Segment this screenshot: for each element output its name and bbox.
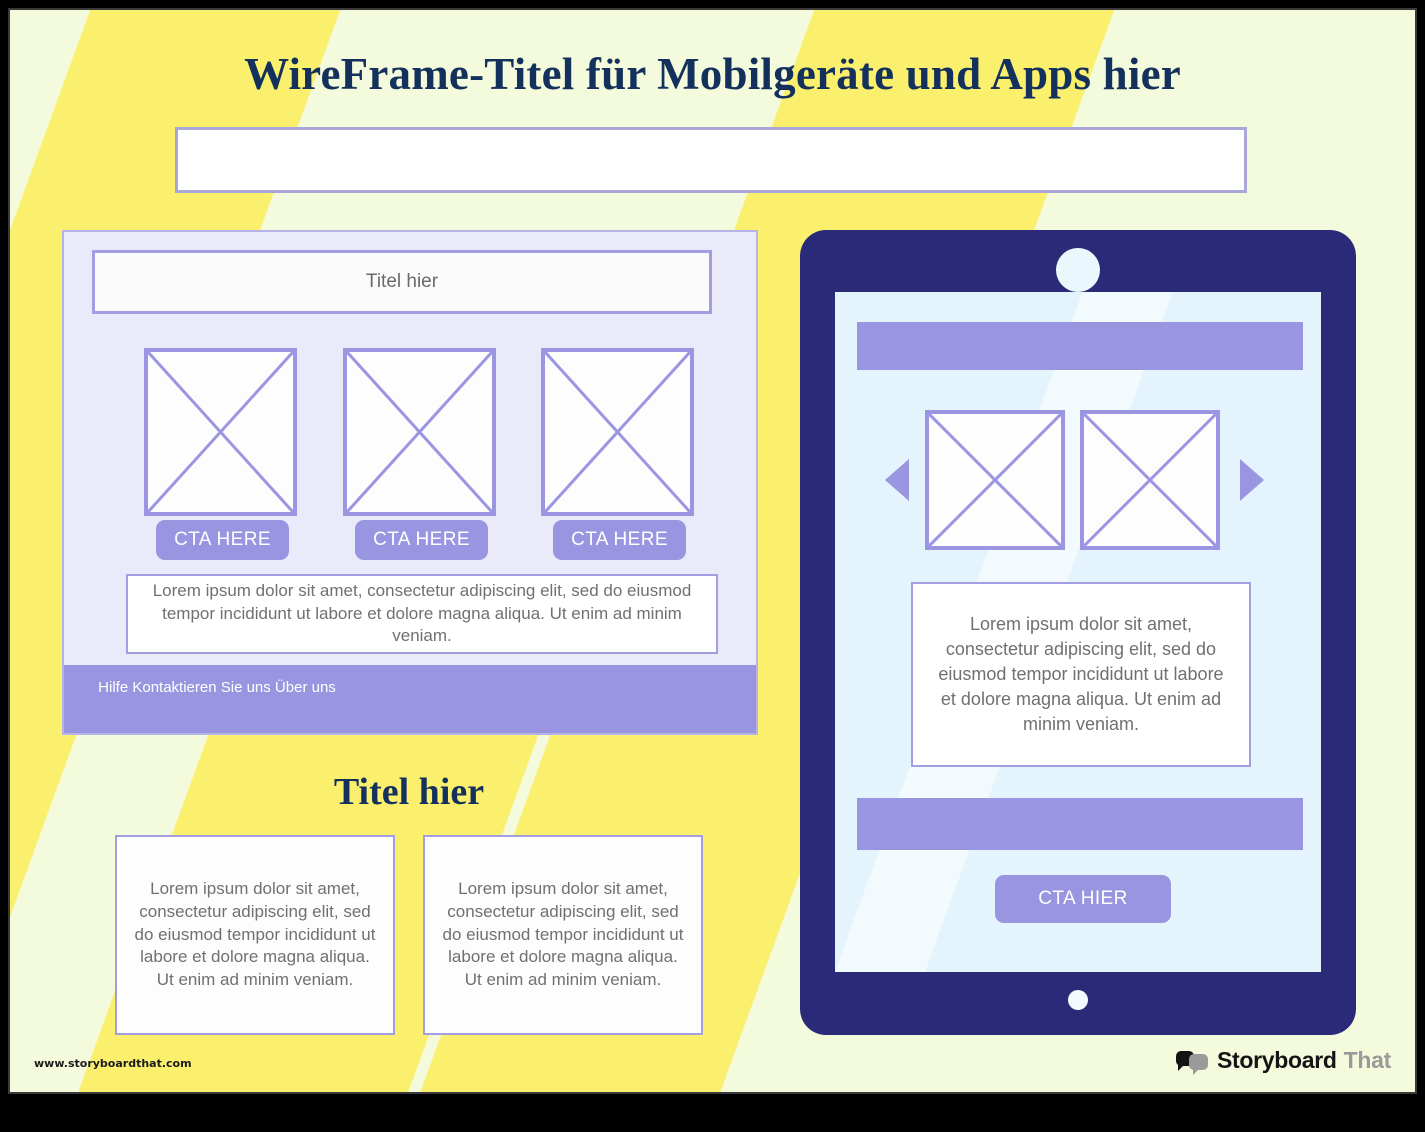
carousel-previous-arrow-icon[interactable]	[885, 459, 909, 501]
speech-bubble-front-icon	[1188, 1053, 1208, 1075]
page-title: WireFrame-Titel für Mobilgeräte und Apps…	[244, 49, 1181, 99]
info-card: Lorem ipsum dolor sit amet, consectetur …	[115, 835, 395, 1035]
footer-links[interactable]: Hilfe Kontaktieren Sie uns Über uns	[98, 679, 336, 696]
image-placeholder-cross-icon	[545, 352, 690, 512]
image-placeholder-cross-icon	[929, 414, 1061, 546]
cta-button[interactable]: CTA HERE	[355, 520, 488, 560]
tablet-screen: Lorem ipsum dolor sit amet, consectetur …	[835, 292, 1321, 972]
home-button-icon[interactable]	[1068, 990, 1088, 1010]
watermark-url: www.storyboardthat.com	[34, 1057, 192, 1070]
carousel-next-arrow-icon[interactable]	[1240, 459, 1264, 501]
speech-bubbles-icon	[1175, 1049, 1210, 1075]
storyboardthat-logo: Storyboard That	[1175, 1047, 1392, 1075]
wireframe-footer: Hilfe Kontaktieren Sie uns Über uns	[64, 665, 756, 733]
logo-text-primary: Storyboard	[1216, 1047, 1337, 1073]
logo-text-secondary: That	[1343, 1047, 1392, 1073]
cta-button[interactable]: CTA HERE	[156, 520, 289, 560]
section-heading: Titel hier	[333, 771, 485, 813]
cta-button[interactable]: CTA HIER	[995, 875, 1171, 923]
image-placeholder[interactable]	[925, 410, 1065, 550]
search-input[interactable]	[175, 127, 1247, 193]
image-placeholder[interactable]	[144, 348, 297, 516]
image-placeholder[interactable]	[343, 348, 496, 516]
poster-canvas: WireFrame-Titel für Mobilgeräte und Apps…	[8, 8, 1417, 1094]
image-placeholder-cross-icon	[148, 352, 293, 512]
info-card: Lorem ipsum dolor sit amet, consectetur …	[423, 835, 703, 1035]
app-footer-bar	[857, 798, 1303, 850]
cta-button[interactable]: CTA HERE	[553, 520, 686, 560]
image-placeholder-cross-icon	[347, 352, 492, 512]
app-header-bar	[857, 322, 1303, 370]
image-placeholder[interactable]	[541, 348, 694, 516]
desktop-wireframe-panel: Titel hier CTA HERE CTA HERE CTA HERE Lo…	[62, 230, 758, 735]
camera-icon	[1056, 248, 1100, 292]
image-placeholder-cross-icon	[1084, 414, 1216, 546]
wireframe-title-bar: Titel hier	[92, 250, 712, 314]
tablet-body-text: Lorem ipsum dolor sit amet, consectetur …	[911, 582, 1251, 767]
wireframe-body-text: Lorem ipsum dolor sit amet, consectetur …	[126, 574, 718, 654]
tablet-device-mockup: Lorem ipsum dolor sit amet, consectetur …	[800, 230, 1356, 1035]
image-placeholder[interactable]	[1080, 410, 1220, 550]
